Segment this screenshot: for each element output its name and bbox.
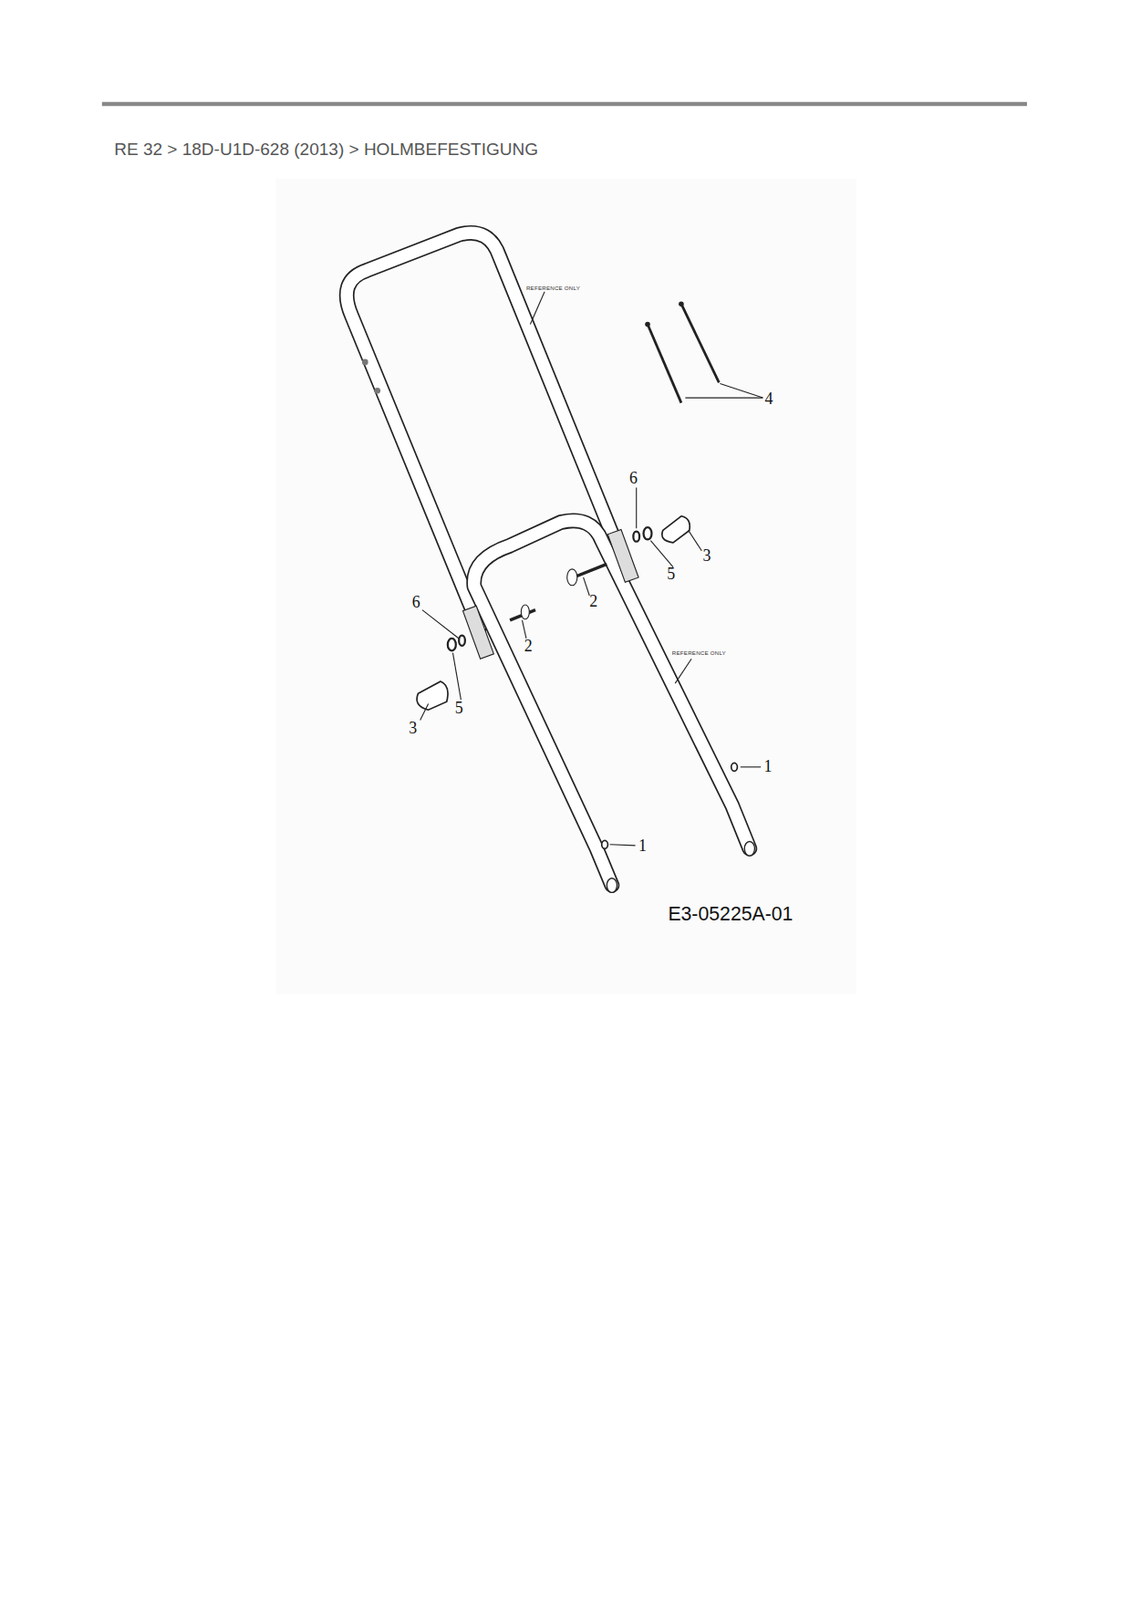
breadcrumb-title: RE 32 > 18D-U1D-628 (2013) > HOLMBEFESTI…: [114, 140, 539, 158]
callout-number: 6: [629, 469, 638, 487]
reference-note: REFERENCE ONLY: [672, 650, 727, 656]
callout-number: 1: [638, 837, 647, 854]
callout-number: 2: [589, 593, 598, 611]
reference-note: REFERENCE ONLY: [526, 285, 581, 291]
callout-number: 1: [763, 758, 772, 776]
callout-number: 5: [666, 566, 675, 583]
callout-number: 3: [408, 719, 417, 737]
callout-number: 3: [702, 547, 711, 564]
callout-number: 2: [524, 638, 533, 655]
callout-number: 6: [412, 594, 421, 612]
drawing-number: E3-05225A-01: [667, 903, 793, 924]
callout-number: 5: [455, 699, 464, 716]
callout-number: 4: [765, 390, 774, 407]
